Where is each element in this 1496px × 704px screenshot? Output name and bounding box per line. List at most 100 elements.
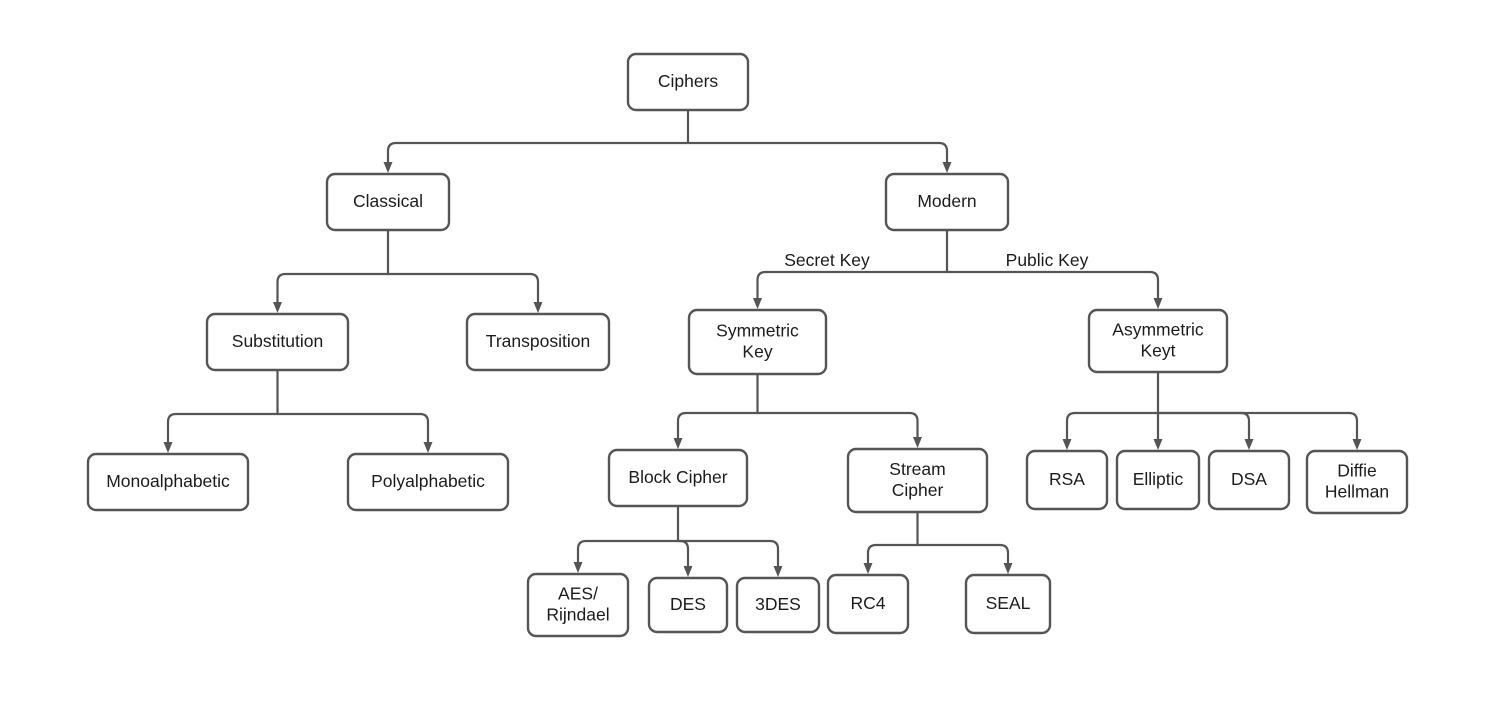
e-modern-asymmetric [945,270,1163,309]
node-box[interactable] [1087,308,1229,374]
edge-arrowhead [773,566,783,577]
node-box[interactable] [1207,449,1291,511]
e-sub-mono [163,412,279,453]
node-label: RSA [1049,469,1085,489]
node-label: RC4 [850,593,885,613]
edge-arrowhead [533,302,543,313]
node-box[interactable] [1025,449,1109,511]
edge-arrowhead [163,442,173,453]
node-ciphers[interactable]: Ciphers [626,52,750,112]
node-des[interactable]: DES [647,576,729,634]
node-box[interactable] [346,452,510,512]
node-box[interactable] [1305,449,1409,515]
e-ciphers-classical [383,141,690,173]
edge-line [945,270,1160,301]
edge-arrowhead [863,563,873,574]
e-ciphers-modern [686,141,952,173]
node-box[interactable] [846,447,989,514]
edge-line [1065,411,1160,442]
node-box[interactable] [86,452,250,512]
secret-key-label: Secret Key [784,250,870,270]
node-label: Elliptic [1133,469,1184,489]
edge-arrowhead [1244,439,1254,450]
edge-line [386,141,690,165]
node-polyalphabetic[interactable]: Polyalphabetic [346,452,510,512]
node-box[interactable] [205,312,350,372]
node-dsa[interactable]: DSA [1207,449,1291,511]
edge-arrowhead [1003,563,1013,574]
edge-line [276,272,390,305]
edge-line [166,412,279,445]
node-label: Substitution [232,331,323,351]
node-box[interactable] [826,573,910,635]
e-sym-block [673,411,759,449]
edge-arrowhead [1153,298,1163,309]
e-classical-transposition [386,272,543,313]
e-sub-poly [276,412,433,453]
node-box[interactable] [526,572,630,638]
node-modern[interactable]: Modern [884,172,1010,232]
e-block-3des [676,539,783,577]
e-classical-substitution [273,272,390,313]
node-transposition[interactable]: Transposition [465,312,611,372]
edge-arrowhead [573,562,583,573]
e-asym-rsa [1062,411,1160,450]
edge-line [276,412,430,445]
node-label: Polyalphabetic [371,471,485,491]
node-label: Block Cipher [628,467,727,487]
edge-line [1156,411,1359,442]
e-block-aes [573,539,680,573]
node-rsa[interactable]: RSA [1025,449,1109,511]
node-elliptic[interactable]: Elliptic [1115,449,1201,511]
edge-line [756,270,949,301]
edge-line [386,272,540,305]
edge-line [916,543,1010,566]
e-asym-diffie [1156,411,1362,450]
node-3des[interactable]: 3DES [735,576,821,634]
edge-line [676,539,780,569]
node-label: SEAL [986,593,1031,613]
node-box[interactable] [626,52,750,112]
node-box[interactable] [647,576,729,634]
public-key-label: Public Key [1006,250,1089,270]
node-seal[interactable]: SEAL [964,573,1052,635]
node-label: Transposition [486,331,590,351]
node-box[interactable] [964,573,1052,635]
node-substitution[interactable]: Substitution [205,312,350,372]
e-modern-symmetric [753,270,949,309]
node-box[interactable] [325,172,451,232]
node-box[interactable] [607,448,749,508]
e-stream-seal [916,543,1013,574]
node-rc4[interactable]: RC4 [826,573,910,635]
e-block-des [676,539,693,577]
node-block-cipher[interactable]: Block Cipher [607,448,749,508]
node-label: Classical [353,191,423,211]
node-box[interactable] [735,576,821,634]
node-label: DSA [1231,469,1267,489]
node-classical[interactable]: Classical [325,172,451,232]
node-box[interactable] [687,308,828,376]
edge-line [686,141,949,165]
node-label: AES/Rijndael [546,583,609,624]
edge-arrowhead [1062,439,1072,450]
node-box[interactable] [884,172,1010,232]
edge-line [676,411,759,441]
edge-arrowhead [753,298,762,309]
node-monoalphabetic[interactable]: Monoalphabetic [86,452,250,512]
edge-line [576,539,680,565]
edge-labels-layer: Secret Key Public Key [784,250,1088,270]
node-aes-rijndael[interactable]: AES/Rijndael [526,572,630,638]
edge-line [866,543,919,566]
edge-arrowhead [1153,439,1163,450]
node-box[interactable] [465,312,611,372]
node-box[interactable] [1115,449,1201,511]
